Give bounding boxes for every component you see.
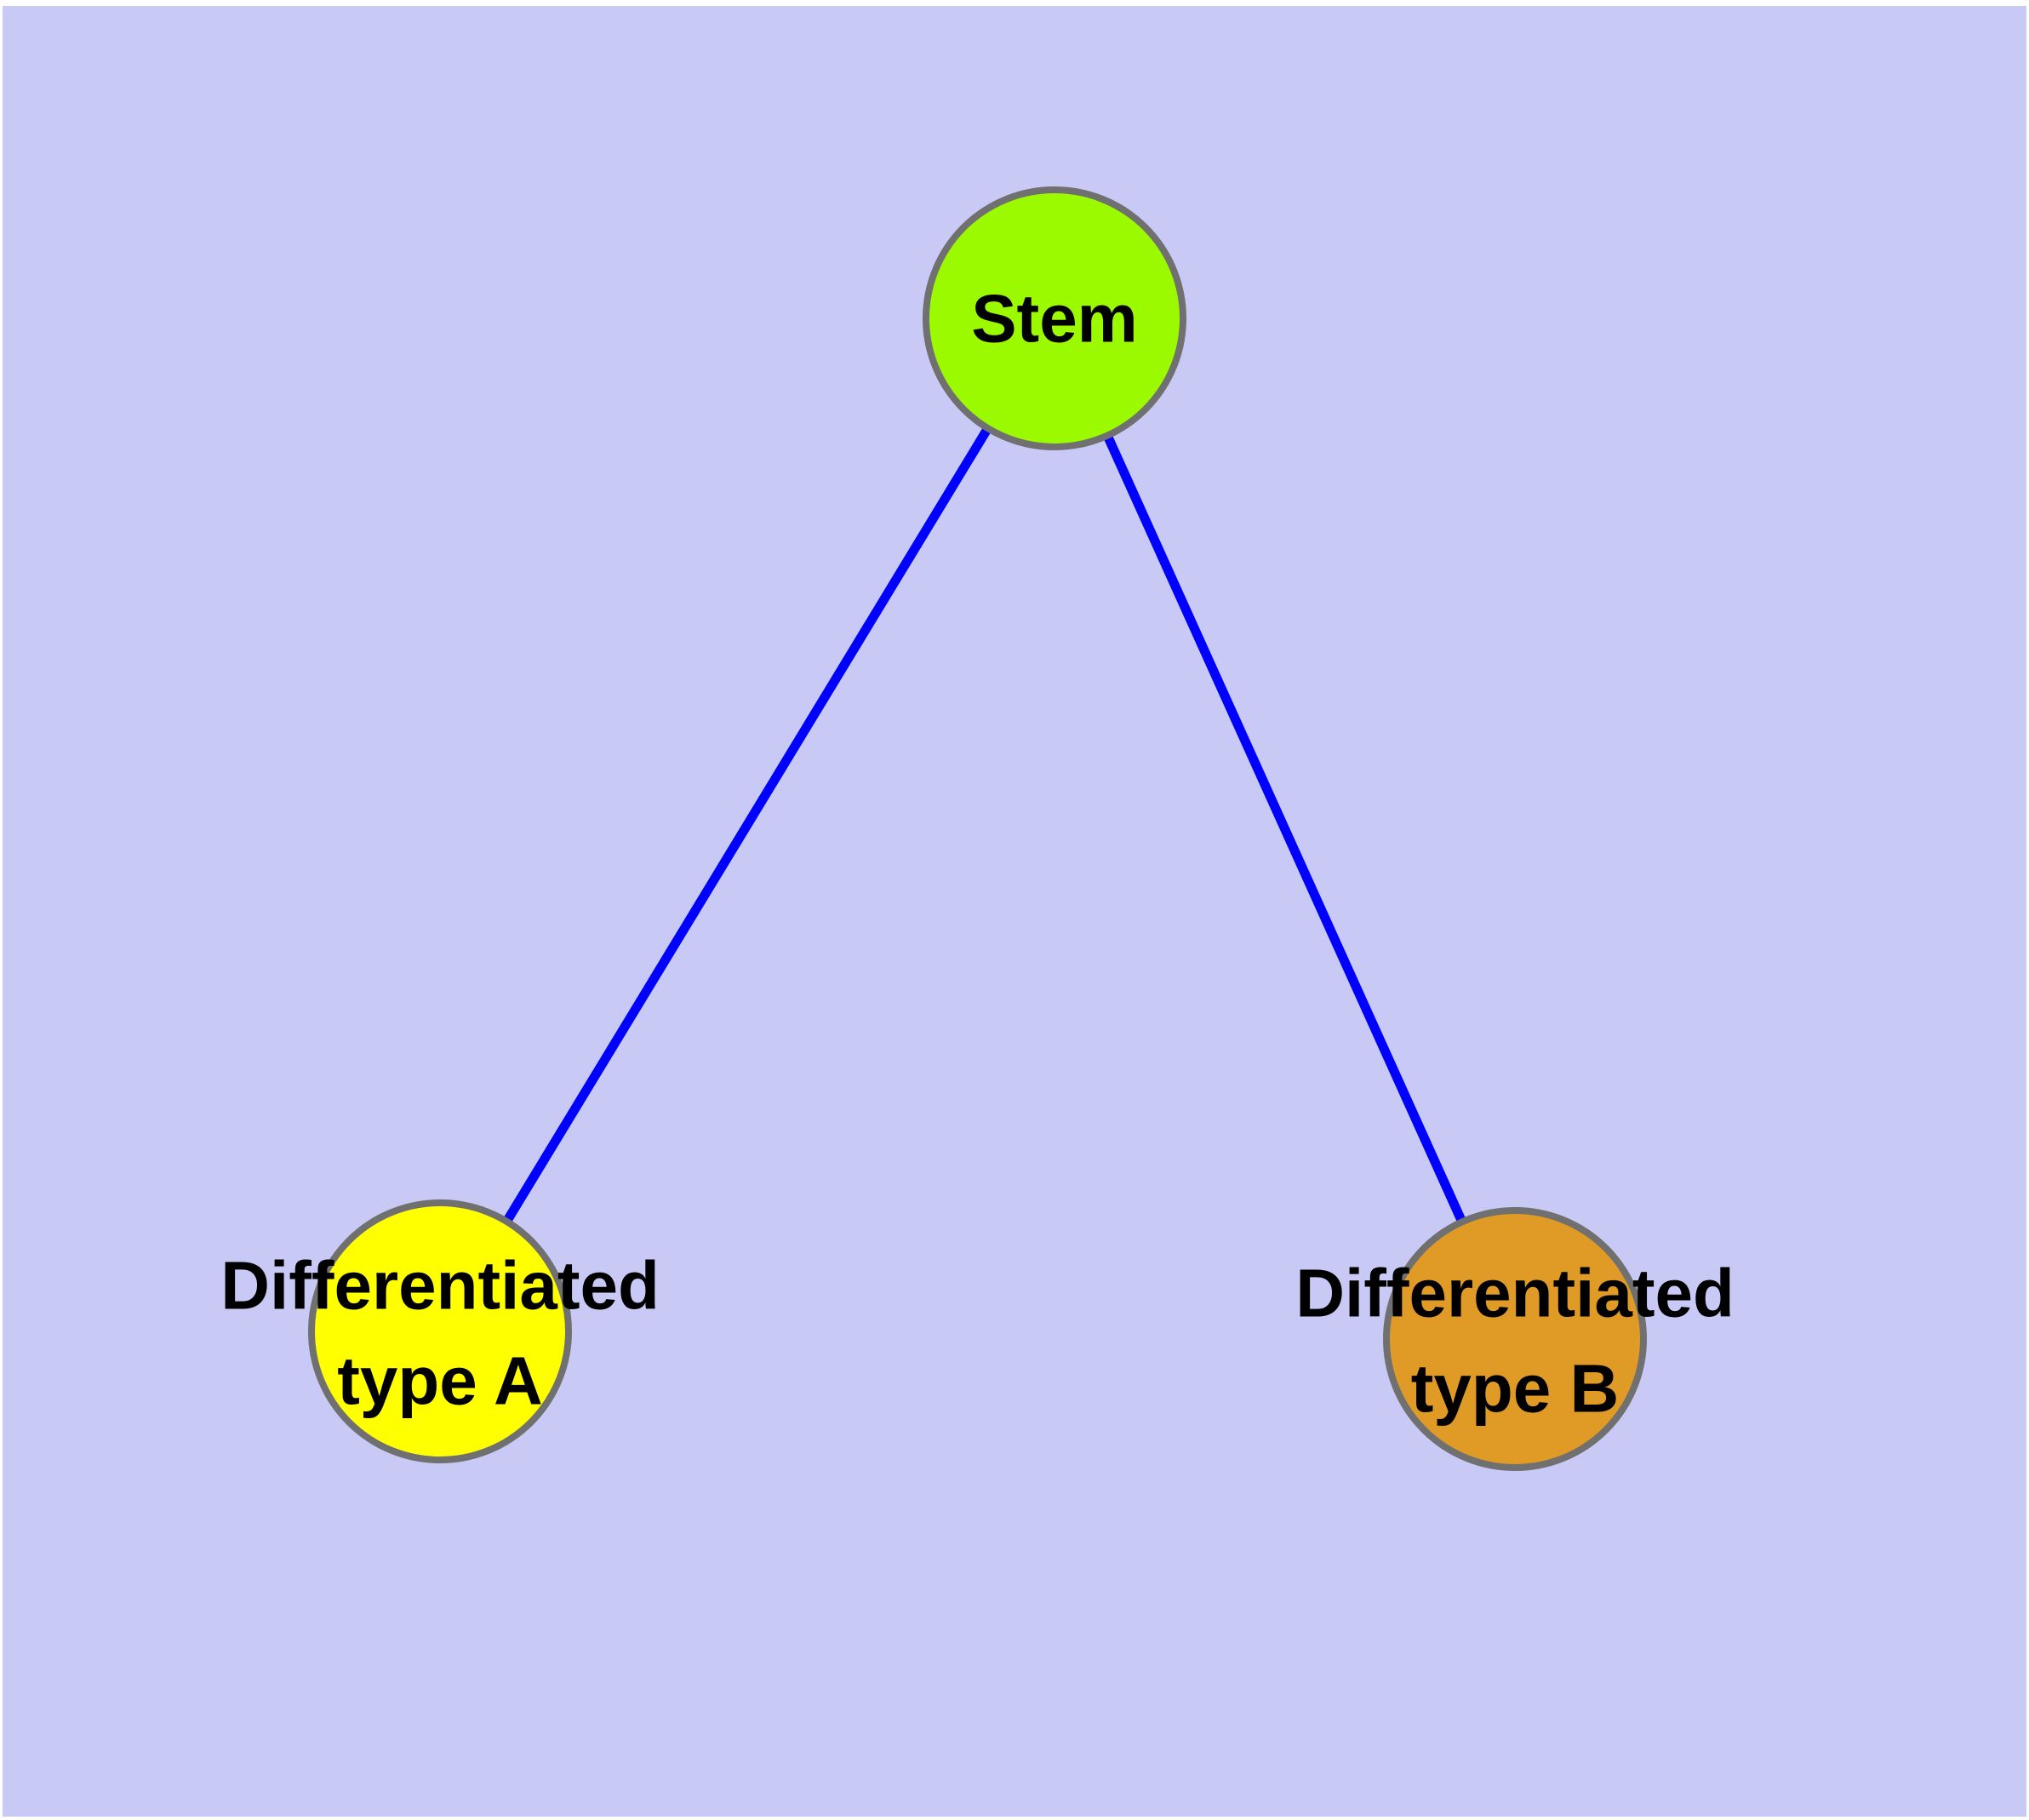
node-differentiated-type-a: Differentiated type A	[220, 1199, 660, 1463]
edge-group	[436, 316, 1520, 1342]
node-differentiated-type-a-label-line1: Differentiated	[220, 1248, 660, 1324]
node-stem: Stem	[923, 186, 1186, 450]
node-differentiated-type-b: Differentiated type B	[1295, 1207, 1735, 1471]
node-stem-circle	[923, 186, 1186, 450]
edge-stem-to-type-a	[436, 316, 1059, 1334]
node-differentiated-type-b-label-line2: type B	[1411, 1351, 1620, 1427]
node-differentiated-type-b-circle	[1383, 1207, 1647, 1471]
node-differentiated-type-b-label-line1: Differentiated	[1295, 1256, 1735, 1331]
edge-stem-to-type-b	[1049, 316, 1520, 1342]
node-differentiated-type-a-label-line2: type A	[337, 1343, 543, 1419]
node-differentiated-type-a-circle	[308, 1199, 572, 1463]
node-stem-label: Stem	[971, 281, 1138, 357]
